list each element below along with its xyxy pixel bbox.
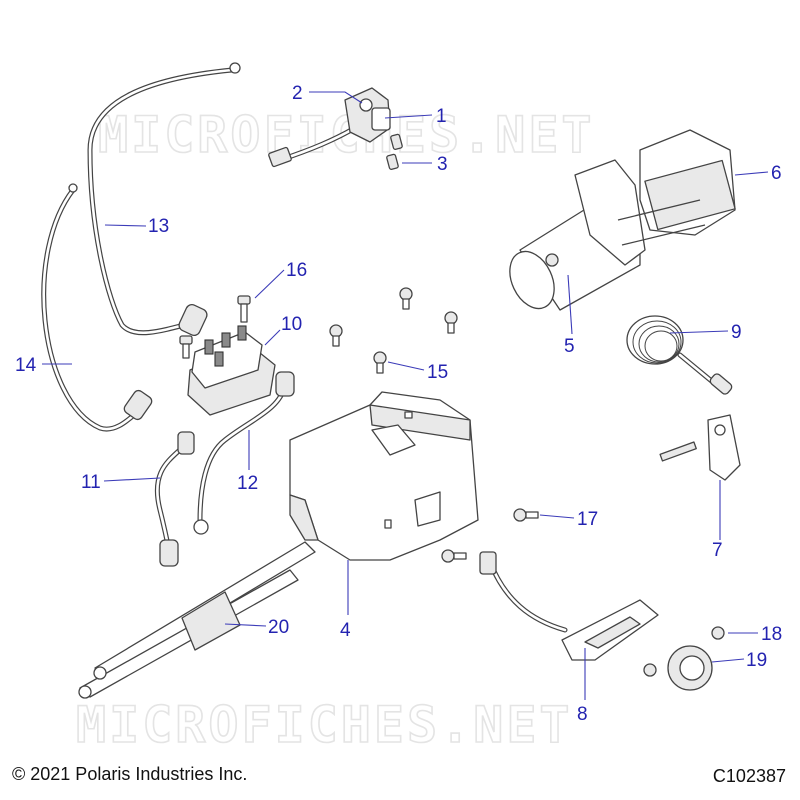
callout-13: 13 — [148, 216, 169, 237]
copyright-text: © 2021 Polaris Industries Inc. — [12, 764, 248, 784]
part-4-mounting-plate — [289, 391, 479, 561]
part-14-cable — [41, 183, 153, 432]
callout-18: 18 — [761, 624, 782, 645]
callout-10: 10 — [281, 314, 302, 335]
part-1-switch — [371, 107, 391, 131]
callout-16: 16 — [286, 260, 307, 281]
diagram-code: C102387 — [712, 766, 786, 786]
part-18-nut — [643, 626, 725, 677]
part-3-screws — [386, 133, 403, 170]
callout-17: 17 — [577, 509, 598, 530]
callout-8: 8 — [577, 704, 588, 725]
part-13-battery-cable — [87, 62, 241, 337]
callout-12: 12 — [237, 473, 258, 494]
callout-3: 3 — [437, 154, 448, 175]
callout-2: 2 — [292, 83, 303, 104]
part-16-screw — [179, 295, 251, 359]
callout-19: 19 — [746, 650, 767, 671]
callout-4: 4 — [340, 620, 351, 641]
callout-15: 15 — [427, 362, 448, 383]
callout-14: 14 — [15, 355, 37, 376]
callout-9: 9 — [731, 322, 742, 343]
callout-1: 1 — [436, 106, 447, 127]
callout-11: 11 — [81, 472, 101, 493]
callout-6: 6 — [771, 163, 782, 184]
callout-7: 7 — [712, 540, 723, 561]
part-8-fairlead — [479, 551, 659, 661]
watermark-bottom: MICROFICHES.NET — [76, 696, 573, 754]
part-17-bolts — [441, 508, 539, 563]
part-10-contactor — [187, 325, 276, 416]
part-11-cable — [154, 431, 195, 567]
part-12-cable — [193, 371, 295, 535]
callout-leaders — [42, 91, 769, 700]
callout-5: 5 — [564, 336, 575, 357]
part-19-cap — [667, 645, 713, 691]
part-7-clevis — [659, 414, 741, 481]
part-6-winch-drum — [574, 129, 736, 266]
callout-labels: 2 1 3 4 5 6 7 8 9 10 11 12 13 14 15 16 1… — [15, 83, 782, 725]
callout-20: 20 — [268, 617, 289, 638]
part-15-bolts — [329, 287, 458, 374]
part-9-winch-rope — [626, 315, 733, 395]
part-20-handle-tube — [78, 541, 316, 699]
